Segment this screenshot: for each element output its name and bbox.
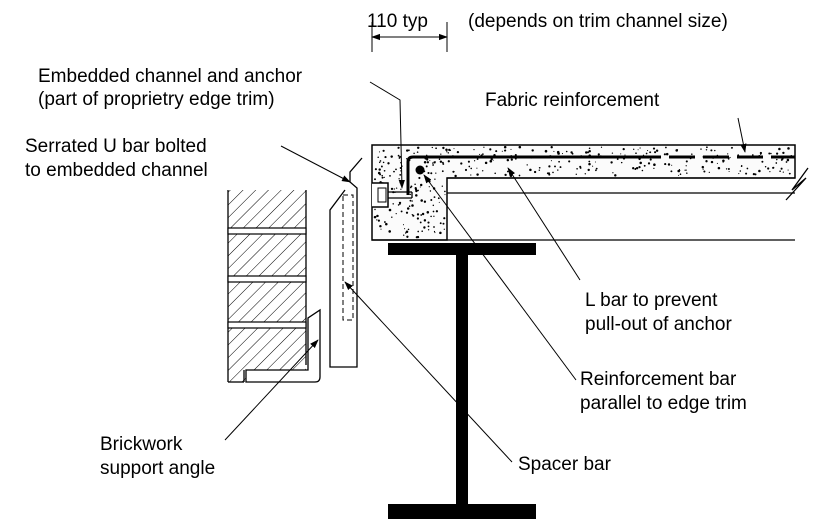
dimension-110	[371, 22, 448, 52]
spacer-bar	[342, 194, 354, 321]
reinforcement-bar-dot	[415, 165, 425, 175]
label-fabric: Fabric reinforcement	[485, 90, 660, 111]
leader-rebar	[423, 174, 577, 381]
leader-lbar	[507, 167, 581, 281]
concrete-slab	[371, 144, 809, 241]
break-line	[785, 167, 809, 201]
leader-lines	[224, 81, 747, 463]
label-serrated-line1: Serrated U bar bolted	[25, 136, 207, 157]
leader-fabric	[737, 117, 747, 153]
label-serrated-line2: to embedded channel	[25, 160, 208, 181]
leader-serrated	[280, 145, 351, 183]
label-embedded-line1: Embedded channel and anchor	[38, 66, 303, 87]
label-embedded-line2: (part of proprietry edge trim)	[38, 89, 275, 110]
embedded-channel	[372, 182, 413, 208]
label-brick-line1: Brickwork	[100, 434, 183, 455]
leader-support-angle	[224, 339, 319, 441]
steel-i-beam	[388, 243, 536, 519]
brickwork	[227, 190, 307, 383]
serrated-u-bar	[329, 157, 363, 368]
label-rebar-line2: parallel to edge trim	[580, 393, 747, 414]
leader-spacer	[344, 281, 513, 463]
l-bar	[406, 155, 640, 195]
dimension-label: 110 typ	[367, 11, 428, 32]
label-rebar-line1: Reinforcement bar	[580, 369, 737, 390]
leader-embedded	[369, 81, 405, 189]
label-brick-line2: support angle	[100, 458, 215, 479]
label-lbar-line1: L bar to prevent	[585, 290, 718, 311]
dimension-note: (depends on trim channel size)	[468, 11, 728, 32]
label-lbar-line2: pull-out of anchor	[585, 314, 732, 335]
label-spacer: Spacer bar	[518, 454, 612, 475]
brickwork-support-angle	[245, 308, 321, 383]
